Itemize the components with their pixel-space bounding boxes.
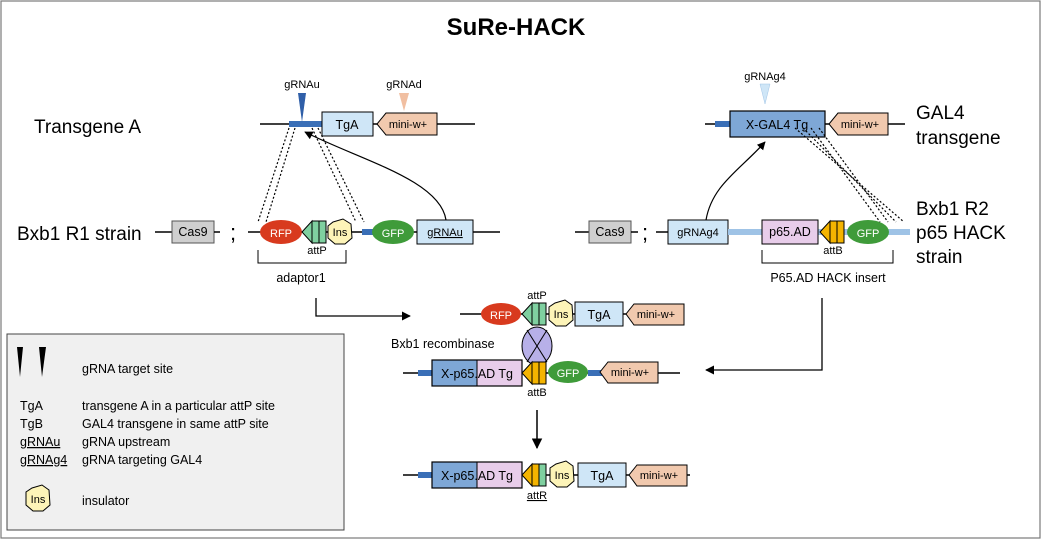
x-p65-ad-tg-label-final: X-p65.AD Tg <box>441 469 513 483</box>
recombination-attp-row: RFP attP Ins TgA mini-w+ <box>460 290 685 327</box>
gfp-label-recomb: GFP <box>557 368 580 380</box>
grnag4-site-label: gRNAg4 <box>744 71 786 83</box>
legend-desc-2: GAL4 transgene in same attP site <box>82 417 269 431</box>
page-title: SuRe-HACK <box>447 14 586 41</box>
legend-desc-4: gRNA targeting GAL4 <box>82 453 202 467</box>
legend-insulator-icon <box>25 484 51 512</box>
p65-ad-box <box>761 219 819 245</box>
final-attr-construct: X-p65.AD Tg attR Ins TgA mini-w+ <box>403 460 690 502</box>
legend-term-1: TgA <box>20 399 44 413</box>
tga-label: TgA <box>336 118 360 132</box>
legend-ins-desc: insulator <box>82 494 129 508</box>
mini-w-arrow-gal4 <box>828 112 889 136</box>
hack-insert-bracket <box>761 250 894 264</box>
bxb1-r2-label-1: Bxb1 R2 <box>916 199 989 220</box>
cas9-label-right: Cas9 <box>595 225 624 239</box>
ins-label-r1: Ins <box>333 227 348 239</box>
grnau-box-label: gRNAu <box>427 227 462 239</box>
mini-w-label-final: mini-w+ <box>640 470 678 482</box>
ins-label-final: Ins <box>555 470 570 482</box>
cas9-label-left: Cas9 <box>178 225 207 239</box>
mini-w-label: mini-w+ <box>389 119 427 131</box>
gal4-transgene-label-2: transgene <box>916 128 1001 149</box>
gfp-label-r2: GFP <box>857 228 880 240</box>
grnau-targeting-arrow <box>304 131 447 221</box>
insulator-r1 <box>327 218 353 245</box>
homology-lines-left <box>257 127 365 223</box>
tga-label-final: TgA <box>591 469 615 483</box>
grnad-target-marker <box>399 93 409 111</box>
gfp-label-r1: GFP <box>382 228 405 240</box>
adaptor1-bracket <box>257 250 347 264</box>
attr-label: attR <box>527 490 547 502</box>
bxb1-r1-label: Bxb1 R1 strain <box>17 224 142 245</box>
attb-label-r2: attB <box>823 245 843 257</box>
legend-triangle-icon-1 <box>17 347 23 377</box>
hack-insert-label: P65.AD HACK insert <box>770 271 886 285</box>
rfp-label-recomb: RFP <box>490 310 512 322</box>
attp-label-recomb: attP <box>527 290 547 302</box>
legend-target-site-text: gRNA target site <box>82 362 173 376</box>
grnag4-targeting-arrow <box>705 141 766 221</box>
p65-ad-label: p65.AD <box>769 225 811 239</box>
x-gal4-tg-box <box>729 110 826 138</box>
bxb1-r2-label-2: p65 HACK <box>916 223 1006 244</box>
flow-arrow-right <box>705 298 823 375</box>
rfp-label: RFP <box>270 228 292 240</box>
tga-box <box>321 111 374 137</box>
flow-arrow-left <box>315 298 411 321</box>
rfp-ellipse <box>260 220 302 244</box>
semicolon-left: ; <box>230 220 236 245</box>
legend-term-2: TgB <box>20 417 43 431</box>
adaptor1-label: adaptor1 <box>276 271 325 285</box>
grnau-site-label: gRNAu <box>284 79 319 91</box>
legend-term-3: gRNAu <box>20 435 60 449</box>
ins-label-recomb: Ins <box>554 309 569 321</box>
semicolon-right: ; <box>642 220 648 245</box>
grnau-target-marker <box>298 93 306 122</box>
legend-term-4: gRNAg4 <box>20 453 67 467</box>
homology-lines-right <box>794 127 905 223</box>
bxb1-recombinase-label: Bxb1 recombinase <box>391 337 495 351</box>
legend-triangle-icon-2 <box>39 347 46 377</box>
x-gal4-tg-label: X-GAL4 Tg <box>746 118 808 132</box>
recombination-attb-row: X-p65.AD Tg attB GFP mini-w+ <box>403 359 680 399</box>
gfp-ellipse-r2 <box>847 220 889 244</box>
grnag4-target-marker <box>759 83 771 105</box>
gfp-ellipse-r1 <box>372 220 414 244</box>
mini-w-label-recomb-2: mini-w+ <box>611 367 649 379</box>
mini-w-arrow <box>376 112 438 136</box>
grnag4-box-label: gRNAg4 <box>677 227 719 239</box>
mini-w-label-recomb: mini-w+ <box>637 309 675 321</box>
gal4-transgene-label-1: GAL4 <box>916 103 965 124</box>
bxb1-r2-label-3: strain <box>916 247 962 268</box>
mini-w-label-gal4: mini-w+ <box>841 119 879 131</box>
legend-box: gRNA target site TgA transgene A in a pa… <box>6 333 345 531</box>
grnad-site-label: gRNAd <box>386 79 421 91</box>
bxb1-r2-construct: Cas9 ; gRNAg4 p65.AD attB GFP P65.AD HAC… <box>575 219 910 285</box>
legend-ins-term: Ins <box>31 494 46 506</box>
bxb1-r1-construct: Cas9 ; RFP attP Ins GFP gRNAu adaptor1 <box>155 218 500 285</box>
gal4-transgene-construct: gRNAg4 X-GAL4 Tg mini-w+ <box>705 71 905 138</box>
attp-label-r1: attP <box>307 245 327 257</box>
tga-label-recomb: TgA <box>588 308 612 322</box>
x-p65-ad-tg-label-recomb: X-p65.AD Tg <box>441 367 513 381</box>
transgene-a-label: Transgene A <box>34 117 141 138</box>
legend-desc-1: transgene A in a particular attP site <box>82 399 275 413</box>
attb-label-recomb: attB <box>527 387 547 399</box>
grnau-box <box>416 219 474 245</box>
legend-desc-3: gRNA upstream <box>82 435 170 449</box>
transgene-a-construct: gRNAu gRNAd TgA mini-w+ <box>260 79 475 137</box>
